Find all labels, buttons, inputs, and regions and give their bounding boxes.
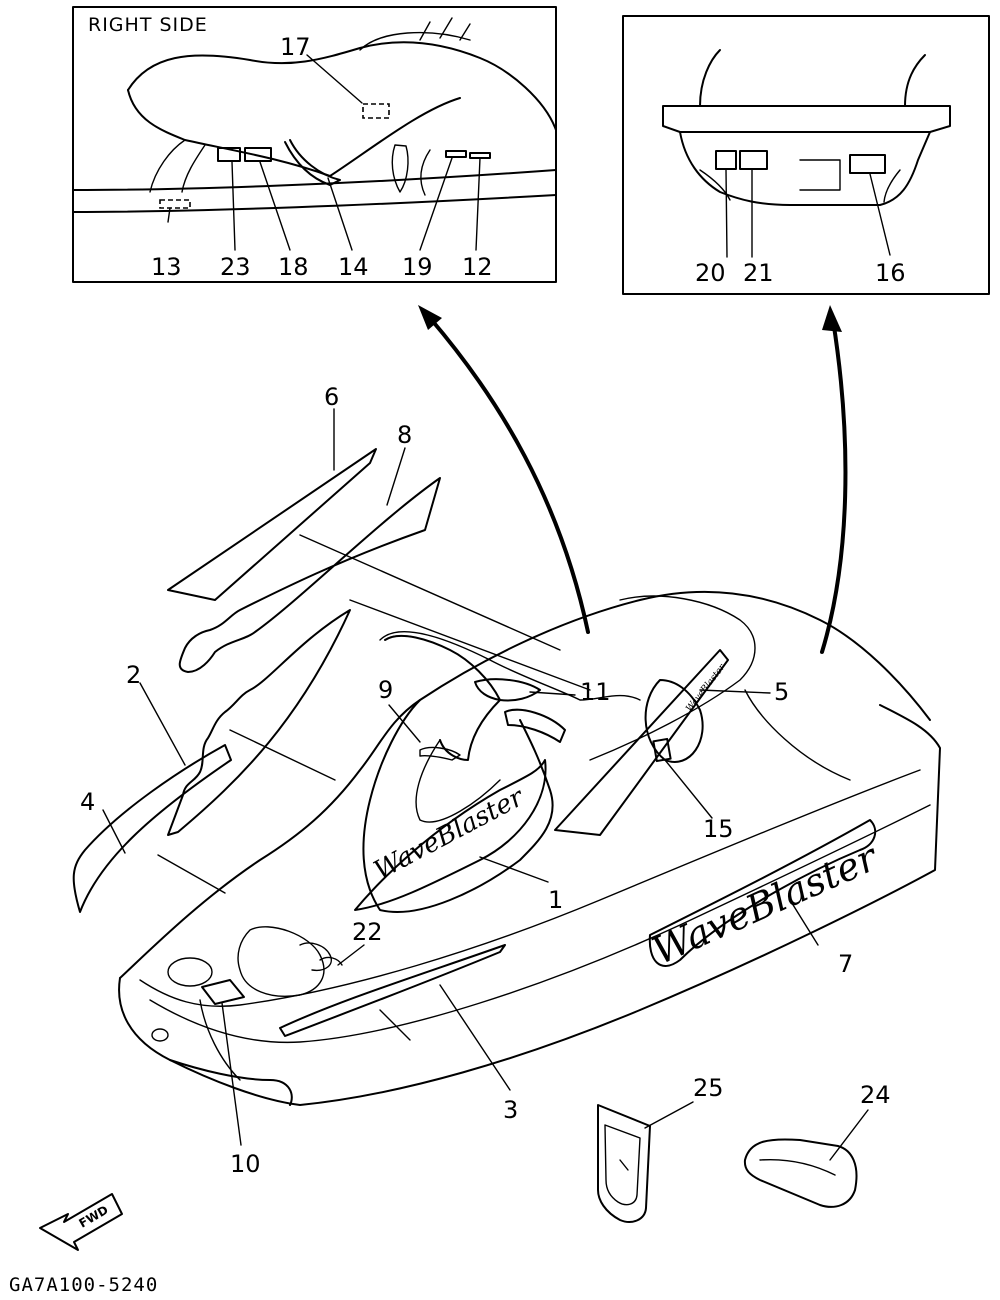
callout-10: 10 <box>230 1150 261 1178</box>
view-arrows <box>418 305 848 654</box>
decal-3 <box>279 944 506 1037</box>
figure-code: GA7A100-5240 <box>9 1274 158 1296</box>
callout-12: 12 <box>462 253 493 281</box>
fwd-label: FWD <box>77 1203 111 1231</box>
leader-4 <box>102 809 126 854</box>
leader-6-to-body <box>299 534 561 651</box>
decal-15 <box>652 737 672 763</box>
leader-14 <box>327 177 353 251</box>
leader-16 <box>869 173 891 256</box>
decal-20-outline <box>715 150 737 170</box>
callout-4: 4 <box>80 788 95 816</box>
callout-22: 22 <box>352 918 383 946</box>
callout-9: 9 <box>378 676 393 704</box>
body-decals: WaveBlaster WaveBlaster WaveBlaster <box>201 649 886 1037</box>
leader-15 <box>664 759 713 819</box>
callout-15: 15 <box>703 815 734 843</box>
arrow-head-rear <box>822 305 842 332</box>
main-leader-lines <box>102 408 869 1161</box>
callout-5: 5 <box>774 678 789 706</box>
callout-13: 13 <box>151 253 182 281</box>
decal-5-text: WaveBlaster <box>684 662 727 714</box>
leader-11 <box>529 691 576 696</box>
decal-6 <box>167 448 377 601</box>
arrow-head-right-side <box>418 305 442 330</box>
leader-9 <box>388 704 421 743</box>
leader-23 <box>231 161 236 251</box>
leader-25 <box>644 1101 694 1129</box>
callout-25: 25 <box>693 1074 724 1102</box>
arrow-to-right-side <box>428 316 590 634</box>
callout-20: 20 <box>695 259 726 287</box>
leader-7 <box>789 899 819 946</box>
callout-16: 16 <box>875 259 906 287</box>
callout-7: 7 <box>838 950 853 978</box>
arrow-to-rear <box>820 318 848 654</box>
decal-8 <box>178 477 441 673</box>
rear-hull-sketch <box>662 49 951 206</box>
leader-18 <box>259 161 291 251</box>
callout-18: 18 <box>278 253 309 281</box>
fwd-direction-badge: FWD <box>39 1193 123 1251</box>
leader-12 <box>475 157 481 251</box>
tool-bag-24 <box>743 1138 858 1208</box>
decal-19-outline <box>445 150 467 158</box>
callout-19: 19 <box>402 253 433 281</box>
leader-19 <box>419 157 453 251</box>
decal-16-outline <box>849 154 886 174</box>
leader-24 <box>829 1109 869 1161</box>
decal-2 <box>167 609 351 836</box>
leader-8 <box>386 447 406 506</box>
right-side-inset-title: RIGHT SIDE <box>88 14 208 36</box>
leader-8-to-body <box>349 599 591 691</box>
decal-4 <box>72 744 232 913</box>
leader-13 <box>167 207 171 223</box>
callout-8: 8 <box>397 421 412 449</box>
callout-2: 2 <box>126 661 141 689</box>
right-side-hull-sketch <box>72 17 557 213</box>
decal-17-outline <box>362 103 390 119</box>
leader-3 <box>439 984 511 1091</box>
leader-1 <box>479 856 549 883</box>
rear-inset: 20 21 16 <box>622 15 990 295</box>
callout-11: 11 <box>580 678 611 706</box>
decal-23-outline <box>217 147 241 162</box>
decal-7 <box>648 819 877 967</box>
right-side-inset: RIGHT SIDE 17 13 23 1 <box>72 6 557 283</box>
decal-10 <box>201 979 245 1005</box>
leader-17 <box>306 54 363 104</box>
right-side-inset-frame <box>72 6 557 283</box>
watercraft-body <box>118 590 941 1106</box>
callout-21: 21 <box>743 259 774 287</box>
decal-13-outline <box>159 199 191 209</box>
callout-6: 6 <box>324 383 339 411</box>
leader-2-to-body <box>229 729 336 781</box>
decal-18-outline <box>244 147 272 162</box>
leader-22 <box>337 944 365 966</box>
decal-21-outline <box>739 150 768 170</box>
leader-20 <box>725 169 728 258</box>
callout-3: 3 <box>503 1096 518 1124</box>
decal-1 <box>354 759 547 911</box>
rear-inset-frame <box>622 15 990 295</box>
decal-12-outline <box>469 152 491 159</box>
decal-5 <box>554 649 729 836</box>
manual-pouch-25 <box>597 1104 651 1223</box>
leader-5 <box>699 689 771 694</box>
main-callouts: 6 8 2 4 9 11 5 15 1 7 22 3 10 25 24 <box>80 383 891 1178</box>
leader-10 <box>221 1002 242 1146</box>
callout-23: 23 <box>220 253 251 281</box>
callout-24: 24 <box>860 1081 891 1109</box>
callout-1: 1 <box>548 886 563 914</box>
loose-decals <box>72 448 441 913</box>
leader-2 <box>139 682 186 766</box>
callout-14: 14 <box>338 253 369 281</box>
callout-17: 17 <box>280 33 311 61</box>
leader-4-to-body <box>157 854 226 894</box>
